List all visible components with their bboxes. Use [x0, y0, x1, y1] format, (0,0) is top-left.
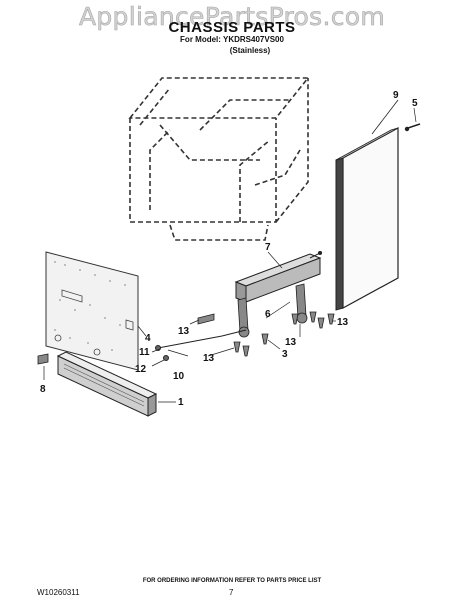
rear-panel — [45, 251, 147, 371]
document-number: W10260311 — [37, 588, 80, 597]
callout-11: 11 — [139, 347, 150, 358]
callout-7: 7 — [265, 242, 271, 253]
callout-12: 12 — [135, 364, 147, 375]
bracket-rail — [234, 251, 323, 303]
model-line: For Model: YKDRS407VS00 — [180, 35, 284, 44]
callout-13-b: 13 — [285, 337, 297, 348]
toe-kick — [56, 351, 158, 417]
callout-13-a: 13 — [178, 326, 190, 337]
callout-4: 4 — [145, 333, 151, 344]
screws-part-13 — [197, 311, 335, 357]
callout-6: 6 — [265, 309, 271, 320]
callout-8: 8 — [40, 384, 46, 395]
screw-part-8 — [37, 353, 49, 365]
side-panel — [335, 99, 399, 311]
callout-5: 5 — [412, 98, 418, 109]
callout-3: 3 — [282, 349, 288, 360]
callout-10: 10 — [173, 371, 185, 382]
variant-label: (Stainless) — [229, 46, 271, 55]
screw-part-5 — [404, 123, 421, 132]
page-number: 7 — [229, 588, 234, 597]
hinge-assemblies — [237, 283, 308, 338]
leader-lines — [43, 107, 417, 403]
page-title: CHASSIS PARTS — [168, 19, 296, 36]
ordering-note: FOR ORDERING INFORMATION REFER TO PARTS … — [142, 578, 322, 584]
callout-1: 1 — [178, 397, 184, 408]
cable-part-10 — [155, 329, 247, 361]
callout-13-d: 13 — [337, 317, 349, 328]
callout-13-c: 13 — [203, 353, 215, 364]
callout-9: 9 — [393, 90, 399, 101]
callouts: 9 5 7 4 13 6 13 13 11 12 10 13 3 8 1 — [40, 90, 418, 408]
watermark: AppliancePartsPros.com — [78, 2, 386, 32]
tub-outline — [128, 77, 310, 241]
